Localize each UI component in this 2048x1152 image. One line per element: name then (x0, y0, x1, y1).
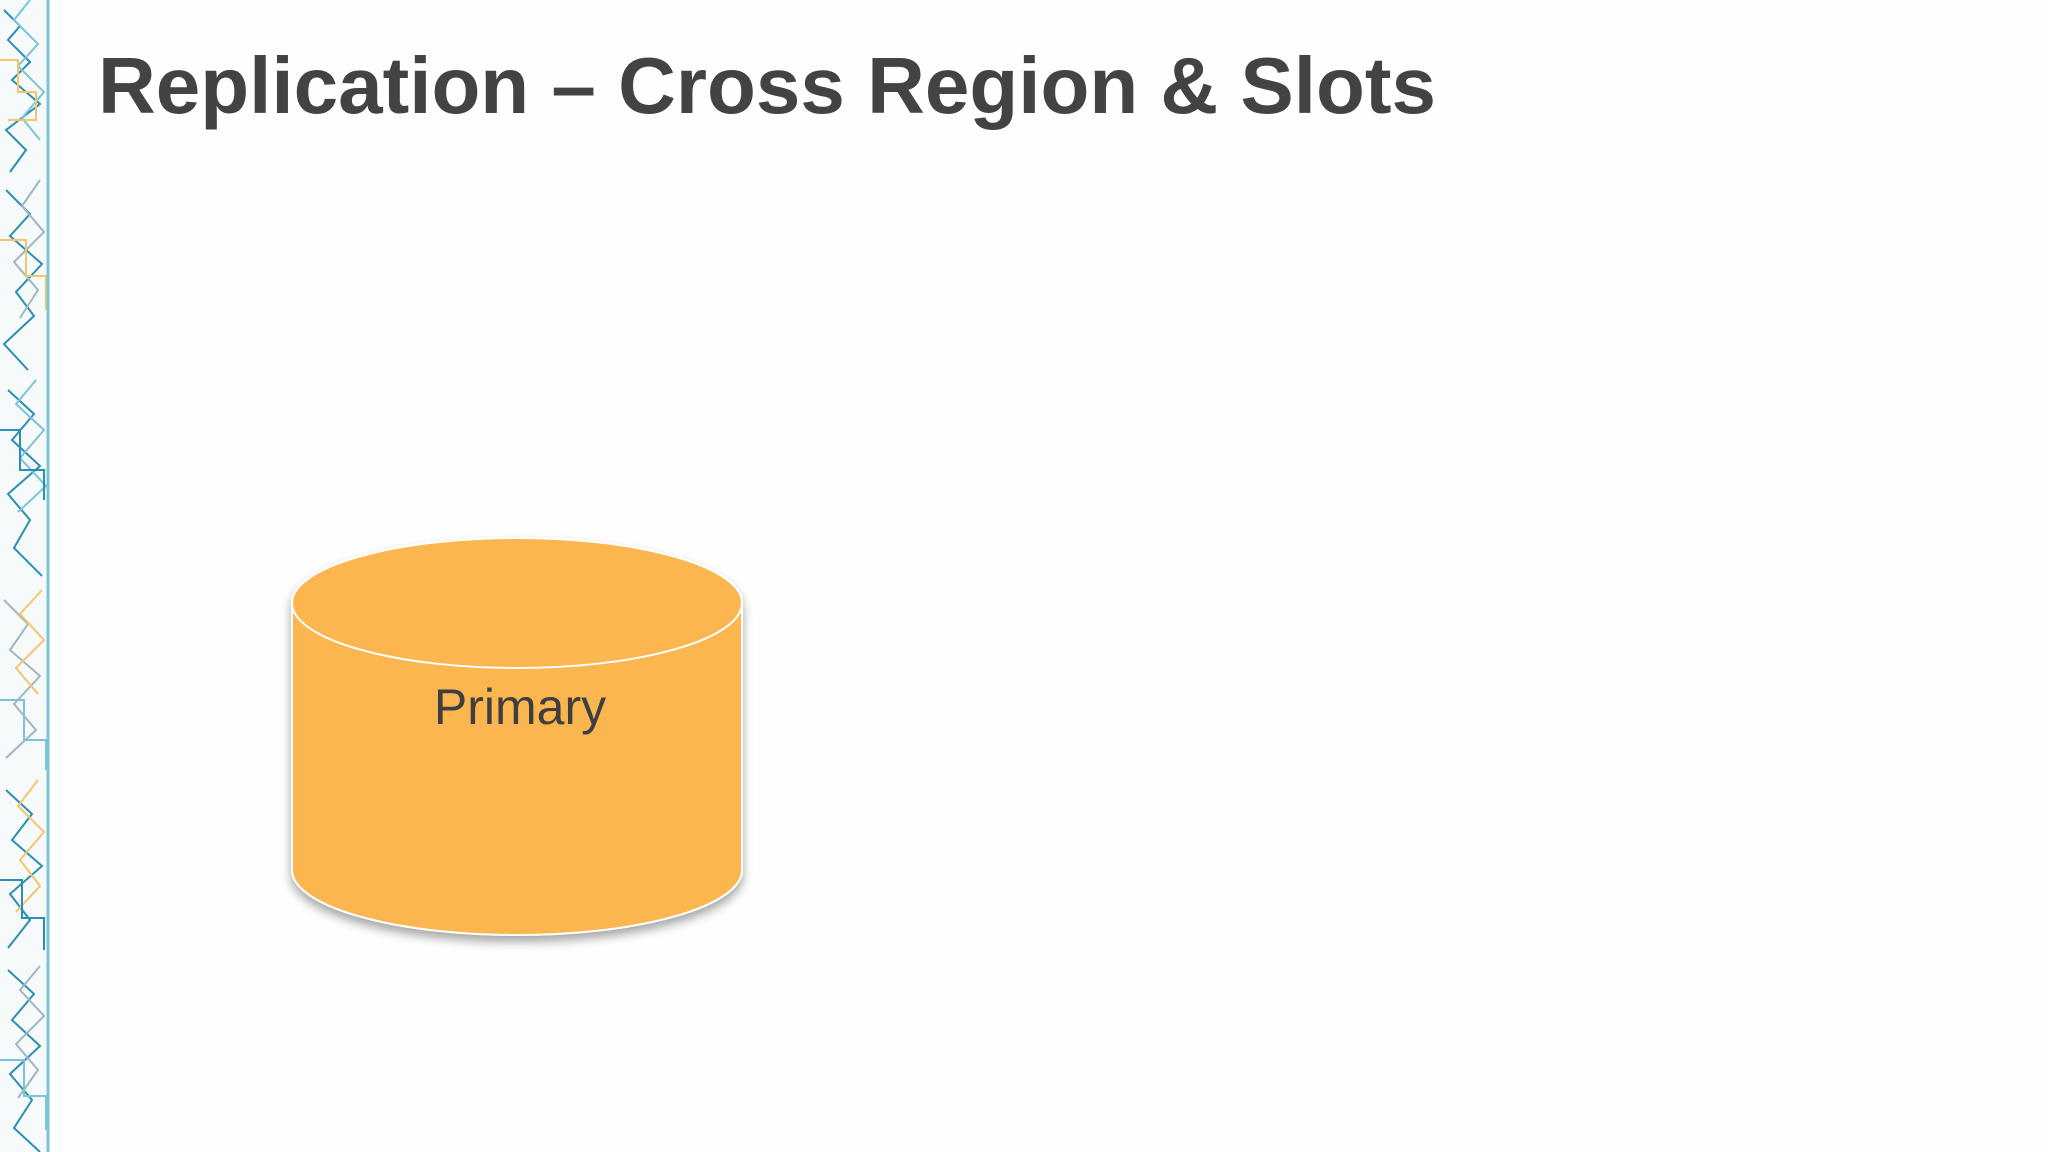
decorative-circuit-pattern (0, 0, 52, 1152)
slide-title: Replication – Cross Region & Slots (98, 41, 1437, 130)
primary-database-icon (291, 537, 743, 936)
primary-database-label: Primary (433, 679, 607, 735)
